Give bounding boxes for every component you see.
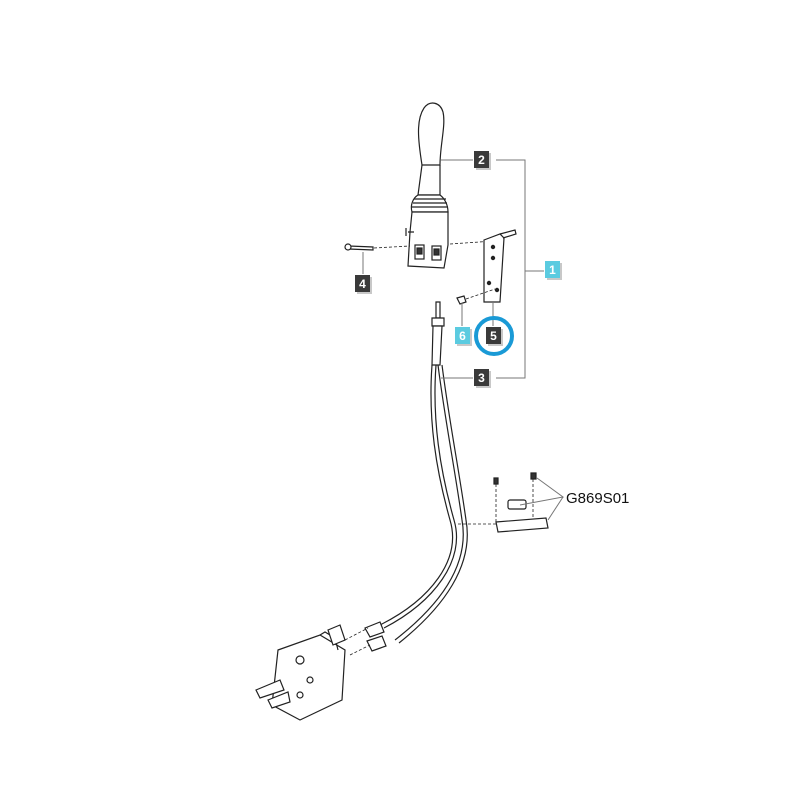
joystick-grip <box>417 102 445 166</box>
reference-code-label: G869S01 <box>566 490 630 507</box>
callout-2[interactable]: 2 <box>474 151 489 168</box>
callout-6[interactable]: 6 <box>455 327 470 344</box>
callout-5[interactable]: 5 <box>486 327 501 344</box>
bolt-part-4 <box>348 245 374 251</box>
control-cable-a <box>379 364 454 626</box>
callout-3[interactable]: 3 <box>474 369 489 386</box>
mount-bracket <box>495 517 549 533</box>
control-cable-b <box>394 364 464 641</box>
highlight-ring <box>474 316 514 356</box>
screw-part-6 <box>456 295 467 305</box>
joystick-shaft <box>417 164 441 196</box>
callout-4[interactable]: 4 <box>355 275 370 292</box>
joystick-base <box>407 211 449 269</box>
cable-fitting <box>435 301 441 319</box>
callout-1[interactable]: 1 <box>545 261 560 278</box>
